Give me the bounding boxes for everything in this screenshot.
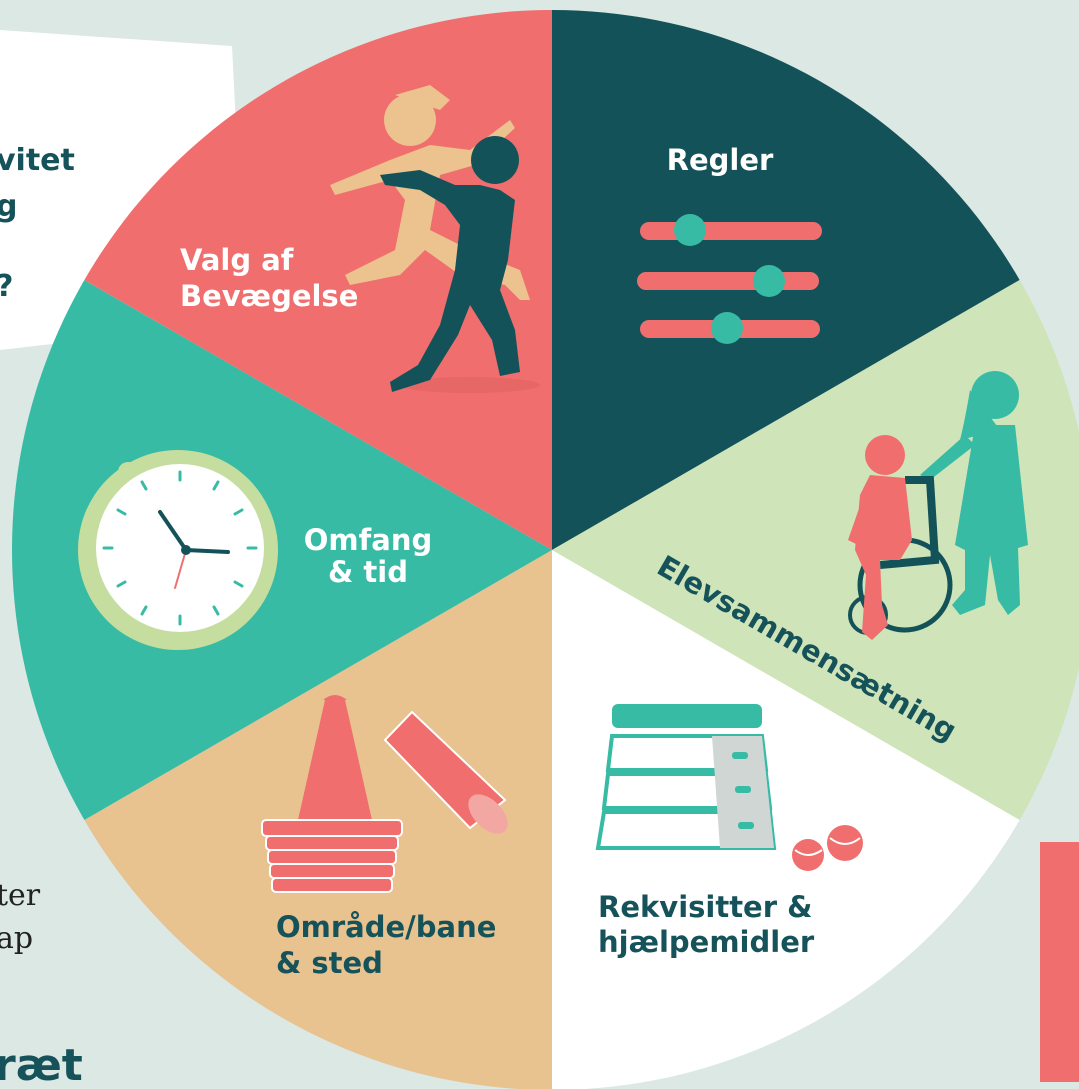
label-omraade-line-1: Område/bane — [276, 910, 496, 944]
stopwatch-icon — [78, 450, 278, 650]
vaulting-box-icon — [595, 704, 777, 850]
dancing-figures-icon — [330, 85, 540, 393]
label-rekvisitter-line-2: hjælpemidler — [598, 925, 815, 959]
right-coral-bar — [1040, 842, 1079, 1082]
card-line-2: g — [0, 189, 17, 224]
lower-text-line-1: ter — [0, 878, 41, 913]
label-omfang-line-2: & tid — [328, 555, 408, 589]
cones-icon — [261, 695, 508, 893]
wheelchair-people-icon — [848, 371, 1028, 640]
card-line-1: vitet — [0, 143, 75, 178]
card-line-3: ? — [0, 269, 13, 304]
label-valg-line-1: Valg af — [180, 243, 294, 277]
label-regler: Regler — [667, 143, 774, 177]
label-omfang-line-1: Omfang — [304, 523, 432, 557]
logo-text: ræt — [0, 1040, 83, 1089]
sliders-icon — [637, 214, 822, 344]
label-valg-line-2: Bevægelse — [180, 279, 358, 313]
label-omraade-line-2: & sted — [276, 946, 383, 980]
label-rekvisitter-line-1: Rekvisitter & — [598, 890, 812, 924]
lower-text-line-2: ap — [0, 921, 33, 956]
balls-icon — [792, 825, 863, 871]
